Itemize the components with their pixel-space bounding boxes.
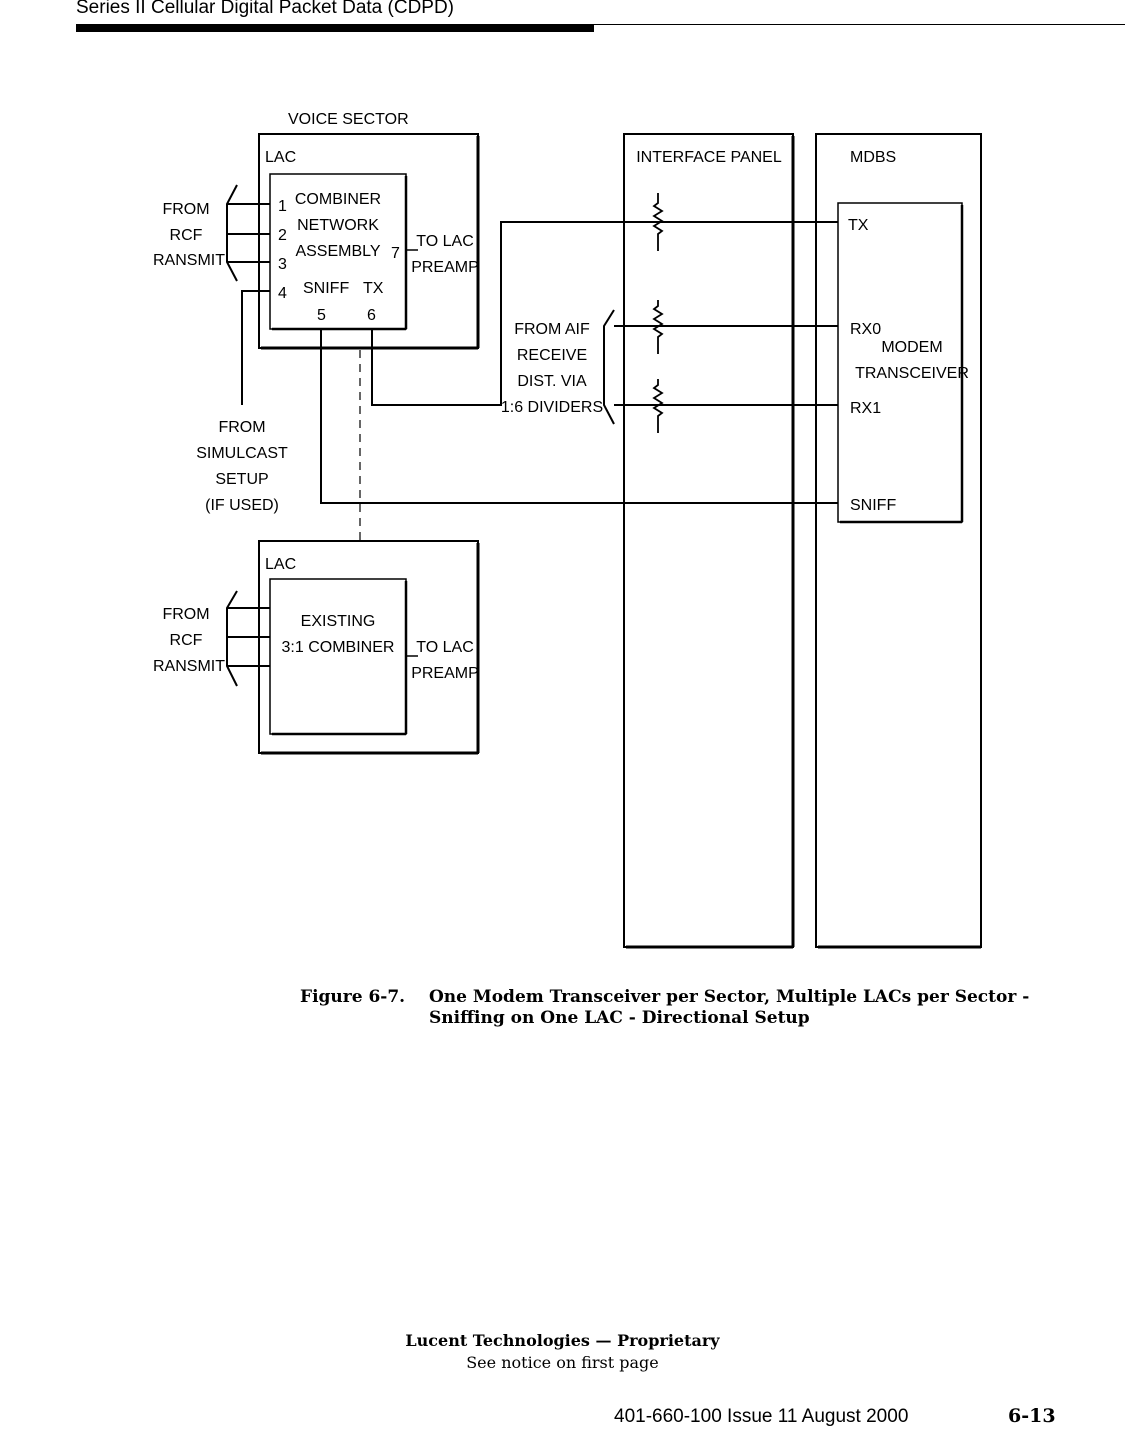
simulcast-line — [241, 290, 270, 405]
from-rcf-top-2: RCF — [170, 227, 203, 244]
port-6-label: 6 — [367, 307, 376, 324]
port-3-label: 3 — [278, 256, 287, 273]
from-simulcast-4: (IF USED) — [205, 497, 279, 514]
from-aif-2: RECEIVE — [517, 347, 587, 364]
header-bar — [76, 25, 594, 32]
from-simulcast-1: FROM — [218, 419, 265, 436]
from-rcf-top-1: FROM — [162, 201, 209, 218]
from-aif-3: DIST. VIA — [517, 373, 587, 390]
port-2-label: 2 — [278, 227, 287, 244]
coax-mark-tx — [652, 193, 664, 251]
existing-line-1: EXISTING — [301, 613, 376, 630]
voice-sector-label: VOICE SECTOR — [288, 111, 409, 128]
from-simulcast-3: SETUP — [215, 471, 268, 488]
bracket-rcf-top — [226, 184, 238, 282]
combiner-line-3: ASSEMBLY — [295, 243, 380, 260]
from-rcf-bottom-1: FROM — [162, 606, 209, 623]
port-sniff-label: SNIFF — [303, 280, 349, 297]
interface-panel-label: INTERFACE PANEL — [636, 149, 782, 166]
modem-label-1: MODEM — [881, 339, 942, 356]
mdbs-label: MDBS — [850, 149, 896, 166]
bracket-aif — [603, 309, 615, 425]
rx0-label: RX0 — [850, 321, 881, 338]
header-rule — [76, 24, 1125, 25]
port-tx-label: TX — [363, 280, 384, 297]
from-aif-1: FROM AIF — [514, 321, 590, 338]
lac-bottom-label: LAC — [265, 556, 296, 573]
tx-cable — [371, 221, 838, 406]
footer-brand: Lucent Technologies — Proprietary — [405, 1331, 720, 1350]
footer-doc-id: 401-660-100 Issue 11 August 2000 — [614, 1406, 909, 1427]
from-aif-4: 1:6 DIVIDERS — [501, 399, 603, 416]
to-lac-bottom-2: PREAMP — [411, 665, 479, 682]
to-lac-bottom-1: TO LAC — [416, 639, 474, 656]
footer-page-number: 6-13 — [1008, 1405, 1056, 1427]
existing-combiner-box — [269, 578, 407, 735]
combiner-line-1: COMBINER — [295, 191, 381, 208]
port-5-label: 5 — [317, 307, 326, 324]
rx1-label: RX1 — [850, 400, 881, 417]
coax-mark-rx0 — [652, 300, 664, 354]
wiring-diagram: VOICE SECTOR LAC COMBINER NETWORK ASSEMB… — [153, 111, 982, 949]
coax-mark-rx1 — [652, 379, 664, 433]
combiner-line-2: NETWORK — [297, 217, 379, 234]
modem-box — [837, 202, 963, 523]
to-lac-top-2: PREAMP — [411, 259, 479, 276]
modem-sniff-label: SNIFF — [850, 497, 896, 514]
port-1-label: 1 — [278, 198, 287, 215]
from-rcf-bottom-2: RCF — [170, 632, 203, 649]
existing-line-2: 3:1 COMBINER — [282, 639, 395, 656]
page-header-title: Series II Cellular Digital Packet Data (… — [76, 0, 455, 18]
to-lac-top-1: TO LAC — [416, 233, 474, 250]
lac-top-label: LAC — [265, 149, 296, 166]
from-simulcast-2: SIMULCAST — [196, 445, 288, 462]
port-7-label: 7 — [391, 245, 400, 262]
interface-panel-box — [623, 133, 794, 948]
from-rcf-top-3: RANSMIT — [153, 252, 225, 269]
figure-title: One Modem Transceiver per Sector, Multip… — [429, 987, 1030, 1028]
footer-notice: See notice on first page — [466, 1353, 659, 1372]
modem-label-2: TRANSCEIVER — [855, 365, 969, 382]
bracket-rcf-bottom — [226, 590, 238, 687]
from-rcf-bottom-3: RANSMIT — [153, 658, 225, 675]
sniff-cable — [320, 329, 838, 504]
port-4-label: 4 — [278, 285, 287, 302]
figure-number: Figure 6-7. — [300, 987, 406, 1007]
mdbs-box — [815, 133, 982, 948]
modem-tx-label: TX — [848, 217, 869, 234]
